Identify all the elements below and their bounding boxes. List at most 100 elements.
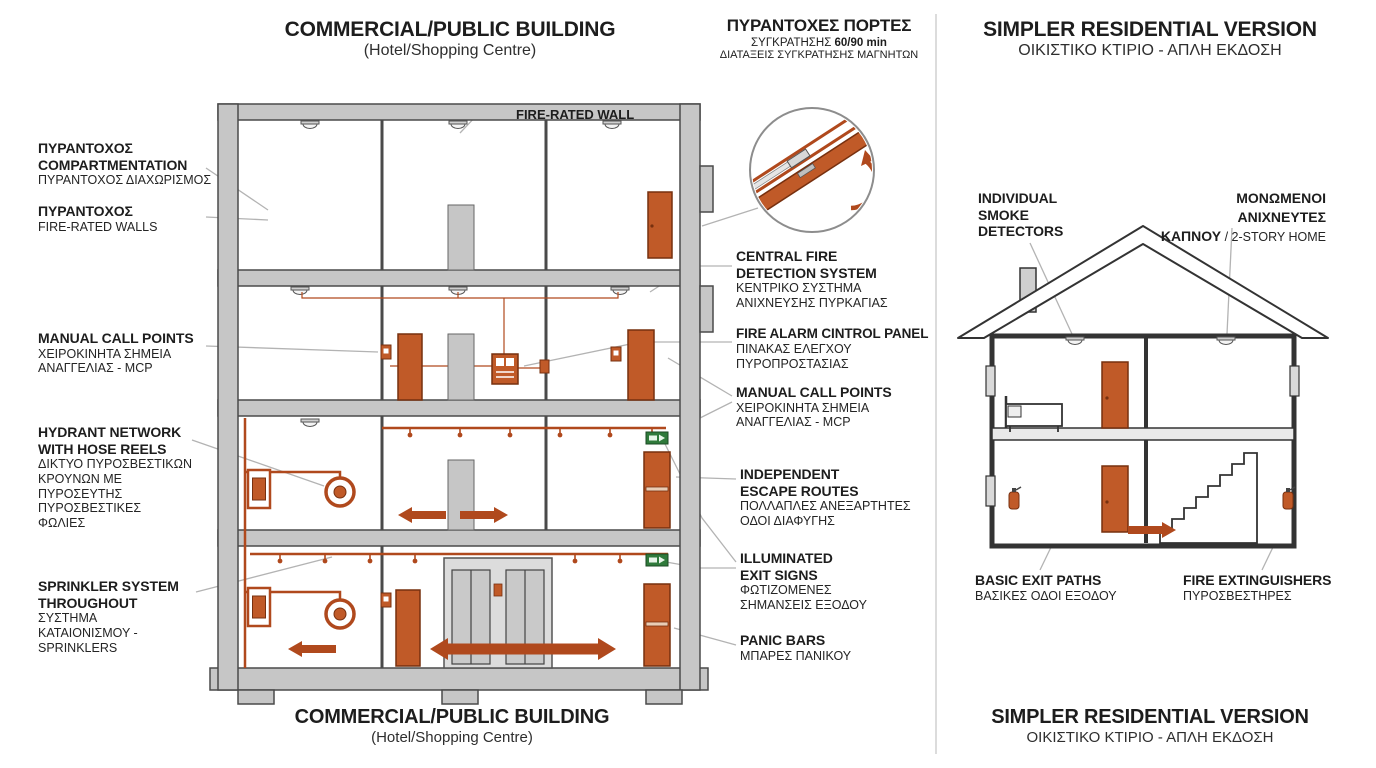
smoke-detector-icon	[300, 120, 320, 129]
manual-call-point-icon	[380, 592, 392, 608]
label-bold: FIRE EXTINGUISHERS	[1183, 572, 1332, 588]
label-basic-exit-paths: BASIC EXIT PATHS ΒΑΣΙΚΕΣ ΟΔΟΙ ΕΞΟΔΟΥ	[975, 572, 1135, 603]
label-normal: ΠΙΝΑΚΑΣ ΕΛΕΓΧΟΥ ΠΥΡΟΠΡΟΣΤΑΣΙΑΣ	[736, 341, 852, 371]
label-manual-call-points-right: MANUAL CALL POINTS ΧΕΙΡΟΚΙΝΗΤΑ ΣΗΜΕΙΑ ΑΝ…	[736, 384, 926, 430]
label-bold: ΠΥΡΑΝΤΟΧΟΣ	[38, 203, 133, 219]
label-central-detection: CENTRAL FIRE DETECTION SYSTEM ΚΕΝΤΡΙΚΟ Σ…	[736, 248, 926, 311]
fire-doors-title: ΠΥΡΑΝΤΟΧΕΣ ΠΟΡΤΕΣ	[726, 16, 912, 35]
residential-house-drawing	[957, 225, 1329, 549]
hydrant-cabinet-icon	[246, 468, 272, 510]
label-normal: ΧΕΙΡΟΚΙΝΗΤΑ ΣΗΜΕΙΑ ΑΝΑΓΓΕΛΙΑΣ - MCP	[736, 400, 870, 430]
label-fire-alarm-panel: FIRE ALARM CINTROL PANEL ΠΙΝΑΚΑΣ ΕΛΕΓΧΟΥ…	[736, 326, 936, 371]
label-bold: ΜΟΝΩΜΕΝΟΙ ΑΝΙΧΝΕΥΤΕΣ ΚΑΠΝΟΥ	[1160, 190, 1326, 244]
door-magnet	[786, 148, 811, 169]
label-normal: / 2-STORY HOME	[1221, 229, 1326, 244]
label-normal: FIRE-RATED WALLS	[38, 219, 158, 234]
label-manual-call-points-left: MANUAL CALL POINTS ΧΕΙΡΟΚΙΝΗΤΑ ΣΗΜΕΙΑ ΑΝ…	[38, 330, 214, 376]
label-normal: ΒΑΣΙΚΕΣ ΟΔΟΙ ΕΞΟΔΟΥ	[975, 588, 1117, 603]
smoke-detector-icon	[300, 418, 320, 427]
label-hydrant-network: HYDRANT NETWORK WITH HOSE REELS ΔΙΚΤΥΟ Π…	[38, 424, 214, 531]
smoke-detector-icon	[290, 286, 310, 295]
window	[985, 365, 996, 397]
label-escape-routes: INDEPENDENT ESCAPE ROUTES ΠΟΛΛΑΠΛΕΣ ΑΝΕΞ…	[740, 466, 930, 529]
label-individual-smoke-detectors: INDIVIDUAL SMOKE DETECTORS	[978, 190, 1098, 240]
label-normal: ΚΕΝΤΡΙΚΟ ΣΥΣΤΗΜΑ ΑΝΙΧΝΕΥΣΗΣ ΠΥΡΚΑΓΙΑΣ	[736, 281, 888, 310]
label-panic-bars: PANIC BARS ΜΠΑΡΕΣ ΠΑΝΙΚΟΥ	[740, 632, 930, 663]
fire-doors-note: ΠΥΡΑΝΤΟΧΕΣ ΠΟΡΤΕΣ ΣΥΓΚΡΑΤΗΣΗΣ 60/90 min …	[713, 16, 925, 61]
smoke-detector-icon	[610, 286, 630, 295]
subtitle-text: ΟΙΚΙΣΤΙΚΟ ΚΤΙΡΙΟ - ΑΠΛΗ ΕΚΔΟΣΗ	[1026, 729, 1274, 746]
commercial-building-drawing	[209, 103, 714, 705]
label-bold: PANIC BARS	[740, 632, 826, 648]
commercial-bottom-title: COMMERCIAL/PUBLIC BUILDING (Hotel/Shoppi…	[262, 706, 642, 746]
interior-door	[1101, 465, 1129, 533]
title-text: COMMERCIAL/PUBLIC BUILDING	[294, 706, 610, 728]
label-bold: CENTRAL FIRE DETECTION SYSTEM	[736, 248, 877, 281]
fire-rated-wall-label: FIRE-RATED WALL	[516, 107, 635, 122]
escape-arrow	[288, 641, 336, 657]
label-bold: SPRINKLER SYSTEM THROUGHOUT	[38, 578, 179, 611]
label-bold: INDEPENDENT ESCAPE ROUTES	[740, 466, 859, 499]
fire-alarm-control-panel	[491, 353, 519, 385]
ground-slab	[209, 667, 709, 691]
label-compartmentation: ΠΥΡΑΝΤΟΧΟΣ COMPARTMENTATION ΠΥΡΑΝΤΟΧΟΣ Δ…	[38, 140, 214, 188]
fire-door	[397, 333, 423, 401]
label-normal: ΠΥΡΑΝΤΟΧΟΣ ΔΙΑΧΩΡΙΣΜΟΣ	[38, 173, 212, 188]
label-fire-rated-walls: ΠΥΡΑΝΤΟΧΟΣ FIRE-RATED WALLS	[38, 203, 214, 234]
label-normal: ΧΕΙΡΟΚΙΝΗΤΑ ΣΗΜΕΙΑ ΑΝΑΓΓΕΛΙΑΣ - MCP	[38, 346, 172, 376]
floor-3	[290, 286, 655, 401]
exit-sign-icon	[645, 431, 669, 445]
fire-door	[627, 329, 655, 401]
manual-call-point-icon	[610, 346, 622, 362]
panic-bar	[645, 621, 669, 627]
interior-door	[1101, 361, 1129, 429]
roof	[957, 225, 1329, 339]
fire-doors-duration: ΣΥΓΚΡΑΤΗΣΗΣ 60/90 min	[751, 37, 887, 49]
subtitle-text: (Hotel/Shopping Centre)	[363, 42, 537, 59]
label-normal: ΠΥΡΟΣΒΕΣΤΗΡΕΣ	[1183, 588, 1292, 603]
floor-2	[243, 418, 671, 668]
label-normal: ΣΥΣΤΗΜΑ ΚΑΤΑΙΟΝΙΣΜΟΥ - SPRINKLERS	[38, 611, 138, 655]
smoke-detector-icon	[448, 120, 468, 129]
label-insulated-detectors: ΜΟΝΩΜΕΝΟΙ ΑΝΙΧΝΕΥΤΕΣ ΚΑΠΝΟΥ / 2-STORY HO…	[1150, 190, 1326, 247]
label-normal: ΜΠΑΡΕΣ ΠΑΝΙΚΟΥ	[740, 648, 852, 663]
subtitle-text: (Hotel/Shopping Centre)	[371, 729, 533, 746]
fire-doors-magnet-note: ΔΙΑΤΑΞΕΙΣ ΣΥΓΚΡΑΤΗΣΗΣ ΜΑΓΝΗΤΩΝ	[719, 49, 919, 61]
panic-bar	[645, 486, 669, 492]
label-bold: HYDRANT NETWORK WITH HOSE REELS	[38, 424, 182, 457]
label-sprinkler-system: SPRINKLER SYSTEM THROUGHOUT ΣΥΣΤΗΜΑ ΚΑΤΑ…	[38, 578, 214, 655]
title-text: COMMERCIAL/PUBLIC BUILDING	[284, 18, 616, 41]
label-bold: FIRE ALARM CINTROL PANEL	[736, 326, 929, 341]
commercial-title: COMMERCIAL/PUBLIC BUILDING (Hotel/Shoppi…	[260, 18, 640, 60]
label-bold: ΠΥΡΑΝΤΟΧΟΣ COMPARTMENTATION	[38, 140, 188, 173]
exit-sign-icon	[645, 553, 669, 567]
smoke-detector-icon	[602, 120, 622, 129]
fire-rated-partition-walls	[380, 120, 548, 668]
staircase	[1159, 452, 1258, 544]
label-bold: ILLUMINATED EXIT SIGNS	[740, 550, 833, 583]
subtitle-text: ΟΙΚΙΣΤΙΚΟ ΚΤΙΡΙΟ - ΑΠΛΗ ΕΚΔΟΣΗ	[1018, 42, 1282, 59]
window	[985, 475, 996, 507]
label-normal: ΦΩΤΙΖΟΜΕΝΕΣ ΣΗΜΑΝΣΕΙΣ ΕΞΟΔΟΥ	[740, 583, 867, 612]
label-bold: MANUAL CALL POINTS	[736, 384, 892, 400]
label-exit-signs: ILLUMINATED EXIT SIGNS ΦΩΤΙΖΟΜΕΝΕΣ ΣΗΜΑΝ…	[740, 550, 930, 613]
label-bold: BASIC EXIT PATHS	[975, 572, 1102, 588]
label-fire-extinguishers: FIRE EXTINGUISHERS ΠΥΡΟΣΒΕΣΤΗΡΕΣ	[1183, 572, 1343, 603]
label-bold: INDIVIDUAL SMOKE DETECTORS	[978, 190, 1064, 240]
bed	[1004, 396, 1063, 432]
escape-arrow	[398, 507, 446, 523]
hose-reel-icon	[324, 476, 356, 508]
window	[1289, 365, 1300, 397]
fire-door-detail-inset	[749, 107, 875, 233]
fire-door	[395, 589, 421, 667]
rotation-arrow	[861, 150, 872, 166]
floor-4	[300, 120, 673, 271]
manual-call-point-icon	[380, 344, 392, 360]
label-normal: ΠΟΛΛΑΠΛΕΣ ΑΝΕΞΑΡΤΗΤΕΣ ΟΔΟΙ ΔΙΑΦΥΓΗΣ	[740, 499, 911, 528]
residential-title: SIMPLER RESIDENTIAL VERSION ΟΙΚΙΣΤΙΚΟ ΚΤ…	[955, 18, 1345, 60]
label-bold: MANUAL CALL POINTS	[38, 330, 194, 346]
floor-1	[245, 552, 671, 669]
hydrant-cabinet-icon	[246, 586, 272, 628]
